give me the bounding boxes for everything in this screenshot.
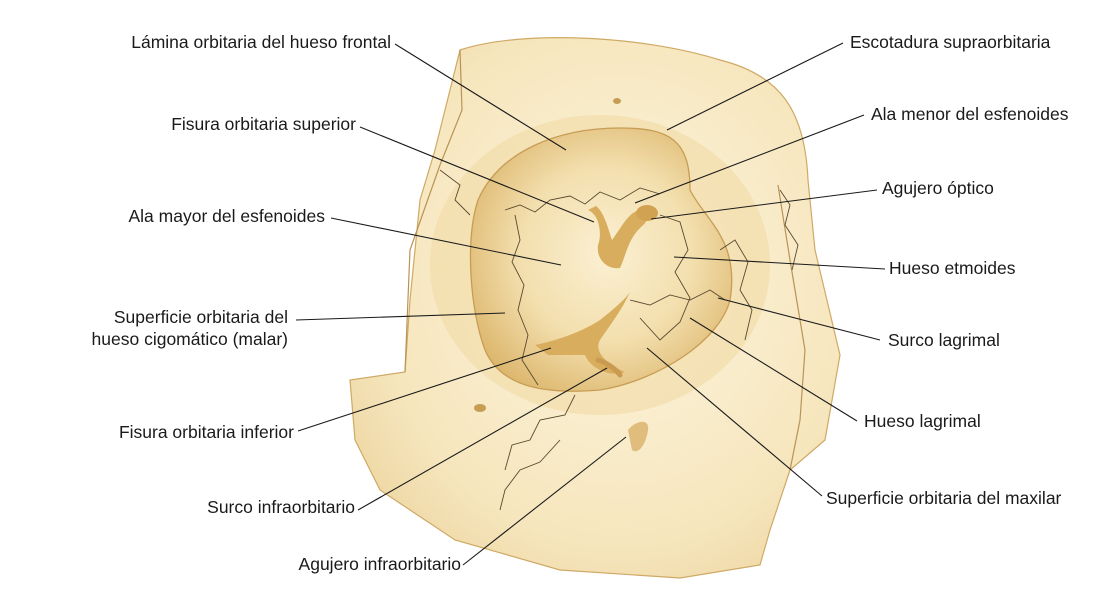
suture-top <box>504 187 661 213</box>
leader-superficie-maxilar <box>646 347 823 497</box>
nasal-edge <box>777 184 806 471</box>
leader-agujero-optico <box>650 189 878 220</box>
leader-escotadura <box>666 42 844 131</box>
label-etmoides: Hueso etmoides <box>889 258 1016 278</box>
suture-maxilar-lower <box>499 439 561 511</box>
label-superficie-cigomatico-line1: Superficie orbitaria del <box>113 307 288 327</box>
suture-cigomatico-lower <box>504 394 576 471</box>
inferior-orbital-fissure <box>535 292 630 374</box>
leader-lamina-frontal <box>394 43 567 151</box>
suture-etmoides <box>639 214 691 341</box>
infraorbital-foramen <box>628 421 649 452</box>
leader-agujero-infraorbitario <box>462 436 627 566</box>
leader-ala-mayor <box>330 217 562 266</box>
label-fisura-superior: Fisura orbitaria superior <box>171 114 356 134</box>
leader-lines <box>295 42 886 566</box>
label-ala-mayor: Ala mayor del esfenoides <box>128 206 326 226</box>
superior-orbital-fissure <box>588 206 649 269</box>
leader-surco-lagrimal <box>717 297 881 341</box>
suture-maxilar <box>629 289 726 306</box>
lateral-foramen <box>474 404 486 412</box>
suture-nasal <box>779 189 799 271</box>
label-lamina-frontal: Lámina orbitaria del hueso frontal <box>131 32 391 52</box>
label-surco-lagrimal: Surco lagrimal <box>888 330 1000 350</box>
label-fisura-inferior: Fisura orbitaria inferior <box>118 422 294 442</box>
label-ala-menor: Ala menor del esfenoides <box>871 104 1069 124</box>
label-agujero-infraorbitario: Agujero infraorbitario <box>298 554 461 574</box>
leader-fisura-superior <box>359 126 595 223</box>
label-agujero-optico: Agujero óptico <box>882 178 994 198</box>
optic-foramen <box>636 205 658 221</box>
leader-ala-menor <box>634 114 865 204</box>
infraorbital-groove <box>595 357 623 378</box>
suture-lagrimal <box>719 239 753 341</box>
leader-hueso-lagrimal <box>689 317 858 422</box>
label-hueso-lagrimal: Hueso lagrimal <box>864 411 981 431</box>
leader-surco-infraorbitario <box>357 367 608 511</box>
label-escotadura: Escotadura supraorbitaria <box>850 32 1051 52</box>
suture-temporal <box>439 169 471 216</box>
leader-fisura-inferior <box>297 347 552 432</box>
label-superficie-maxilar: Superficie orbitaria del maxilar <box>826 488 1062 508</box>
label-surco-infraorbitario: Surco infraorbitario <box>207 497 355 517</box>
label-superficie-cigomatico: Superficie orbitaria del hueso cigomátic… <box>92 306 288 350</box>
temporal-edge <box>404 49 463 373</box>
leader-superficie-cigomatico <box>295 312 506 321</box>
suture-ala-mayor <box>511 214 539 386</box>
label-superficie-cigomatico-line2: hueso cigomático (malar) <box>91 329 288 349</box>
leader-etmoides <box>673 256 886 270</box>
supraorbital-dot <box>613 98 621 104</box>
